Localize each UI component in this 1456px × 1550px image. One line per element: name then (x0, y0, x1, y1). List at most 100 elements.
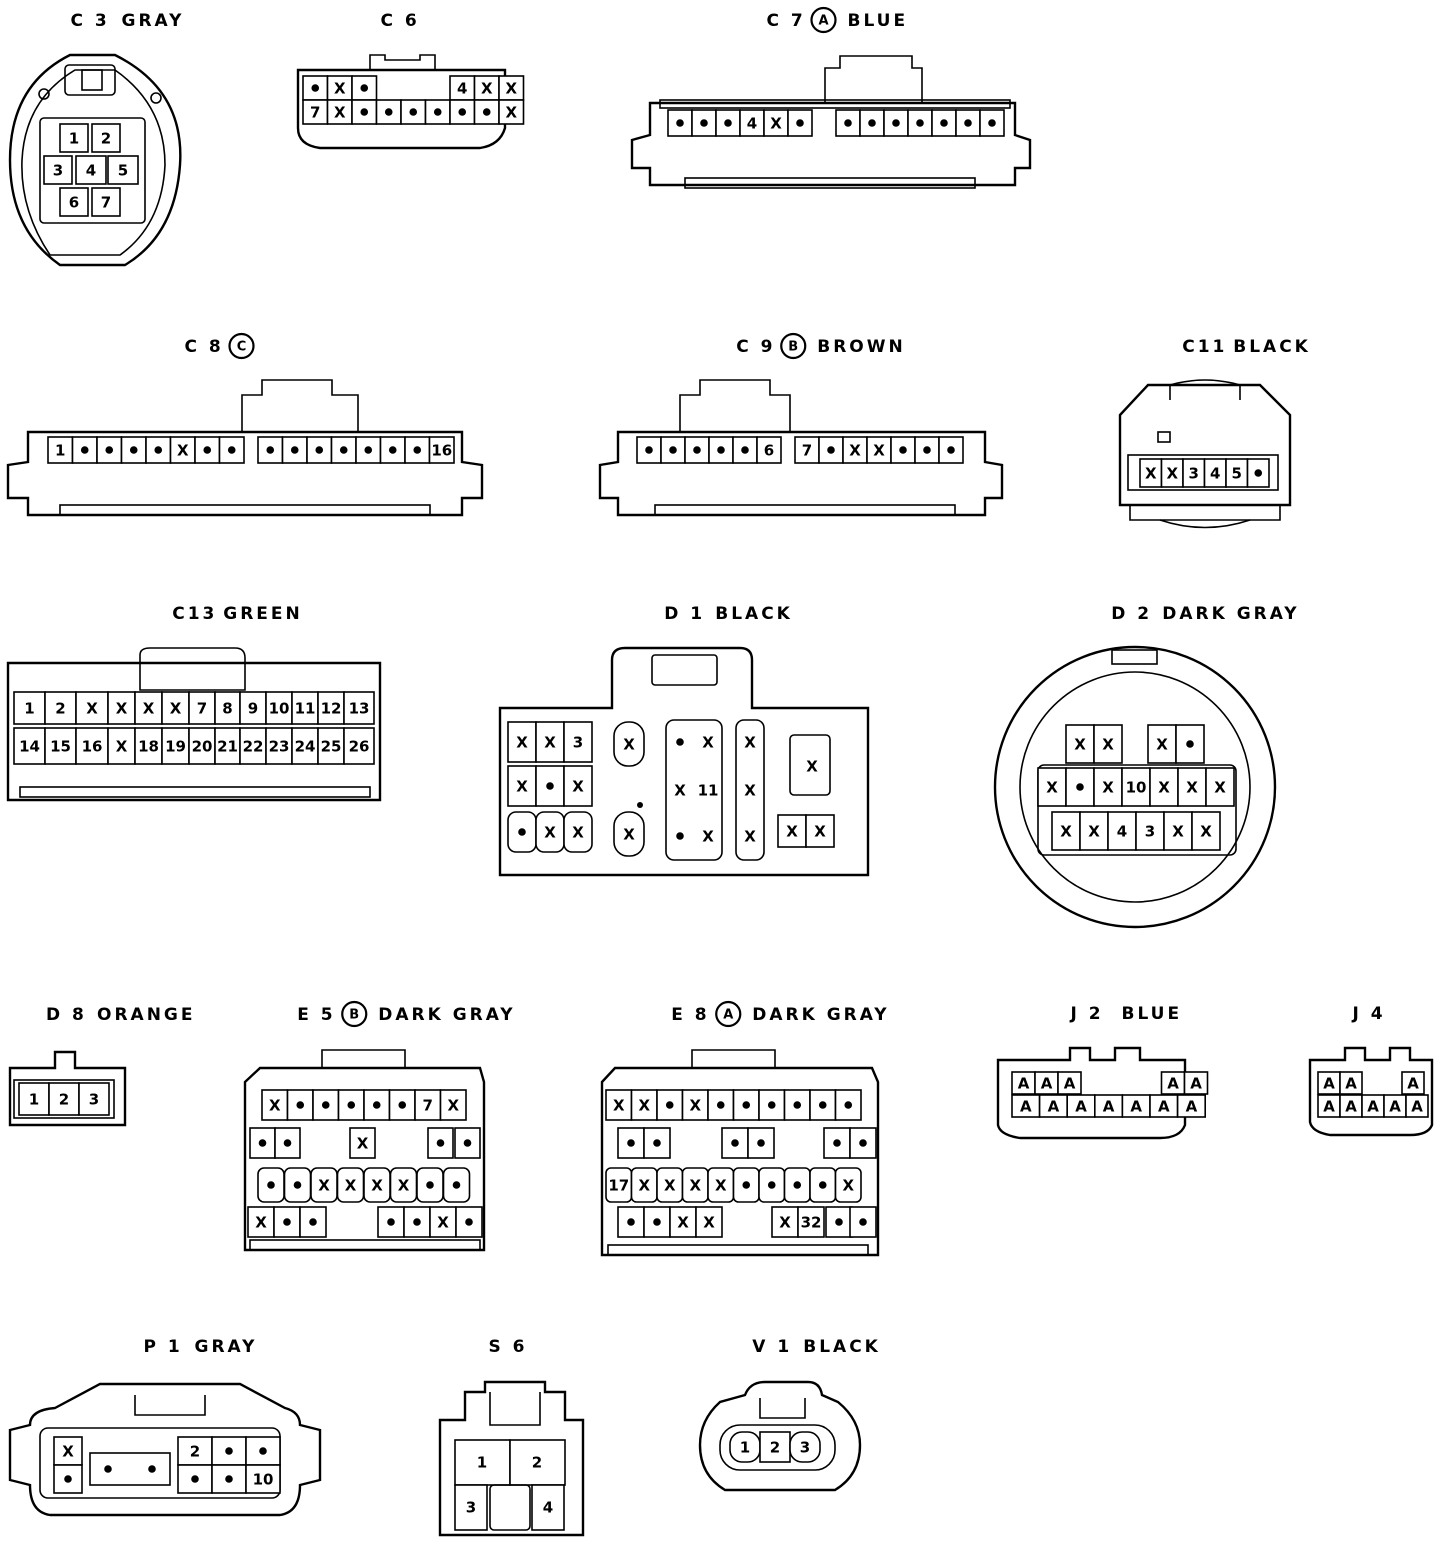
pin-label: 1 (55, 442, 65, 460)
pin-dot (465, 1218, 473, 1226)
pin-label: 8 (222, 700, 232, 718)
connector-color: DARK GRAY (378, 1005, 515, 1025)
pin-label: 20 (192, 738, 213, 756)
pin-dot (844, 119, 852, 127)
pin-dot (947, 446, 955, 454)
pin-label: X (345, 1177, 357, 1195)
pin-dot (676, 738, 684, 746)
pin-dot (665, 1101, 674, 1109)
pin-dot (267, 1181, 275, 1189)
pin-dot (833, 1139, 841, 1147)
connector-title: E 8 (671, 1005, 709, 1025)
pin-label: X (873, 442, 885, 460)
pin-dot (227, 446, 236, 454)
pin-dot (452, 1181, 461, 1189)
pin-dot (627, 1139, 635, 1147)
pin-dot (796, 119, 804, 127)
pin-label: 1 (29, 1091, 39, 1109)
pin-label: 1 (740, 1439, 750, 1457)
pin-dot (203, 446, 212, 454)
variant-letter: C (237, 340, 247, 355)
pin-dot (458, 108, 467, 116)
pin-label: 3 (89, 1091, 99, 1109)
pin-dot (436, 1139, 445, 1147)
pin-dot (148, 1465, 156, 1473)
pin-dot (259, 1447, 267, 1455)
pin-dot (347, 1101, 356, 1109)
pin-label: X (1060, 823, 1072, 841)
pin-label: X (481, 80, 493, 98)
pin-dot (724, 119, 732, 127)
connector-color: GREEN (223, 604, 303, 624)
pin-dot (225, 1447, 233, 1455)
pin-dot (258, 1139, 267, 1147)
pin-dot (387, 1218, 395, 1226)
pin-label: 3 (1145, 823, 1155, 841)
pin-label: A (1323, 1098, 1335, 1116)
pin-dot (546, 782, 554, 790)
pin-label: X (1172, 823, 1184, 841)
pin-label: X (357, 1135, 369, 1153)
pin-label: X (170, 700, 182, 718)
pin-label: 16 (431, 442, 452, 460)
pin-dot (731, 1139, 739, 1147)
pin-label: X (689, 1177, 701, 1195)
pin-label: 15 (50, 738, 71, 756)
variant-letter: B (349, 1008, 359, 1023)
pin-label: X (744, 782, 756, 800)
connector-color: BROWN (817, 337, 905, 357)
pin-dot (757, 1139, 765, 1147)
connector-title: C13 (172, 604, 217, 624)
pin-label: X (1158, 779, 1170, 797)
connector-color: DARK GRAY (752, 1005, 889, 1025)
pin-label: A (1345, 1075, 1357, 1093)
pin-label: X (437, 1214, 449, 1232)
pin-label: 2 (532, 1454, 542, 1472)
pin-dot (767, 1101, 776, 1109)
pin-dot (700, 119, 708, 127)
pin-label: X (572, 824, 584, 842)
variant-letter: A (818, 14, 828, 29)
pin-dot (191, 1475, 199, 1483)
pin-label: X (674, 782, 686, 800)
pin-label: 7 (310, 104, 320, 122)
pin-label: X (572, 778, 584, 796)
pin-label: X (1156, 736, 1168, 754)
pin-label: X (371, 1177, 383, 1195)
pin-label: X (613, 1097, 625, 1115)
connector-color: GRAY (195, 1337, 258, 1357)
pin-dot (859, 1218, 867, 1226)
connector-title: C11 (1182, 337, 1227, 357)
pin-label: X (505, 104, 517, 122)
pin-label: 16 (82, 738, 103, 756)
pin-label: X (744, 828, 756, 846)
pin-dot (923, 446, 931, 454)
connector-title: D 1 (664, 604, 705, 624)
connector-title: E 5 (297, 1005, 335, 1025)
connector-title: S 6 (489, 1337, 528, 1357)
connector-title: C 9 (736, 337, 775, 357)
pin-dot (105, 446, 114, 454)
pin-label: A (1190, 1075, 1202, 1093)
pin-label: X (638, 1177, 650, 1195)
pin-label: X (116, 700, 128, 718)
pin-dot (859, 1139, 867, 1147)
pin-label: 2 (190, 1443, 200, 1461)
pin-label: 4 (747, 115, 757, 133)
pin-label: 7 (423, 1097, 433, 1115)
pin-dot (266, 446, 275, 454)
pin-label: X (505, 80, 517, 98)
pin-label: X (664, 1177, 676, 1195)
pin-label: A (1389, 1098, 1401, 1116)
pin-label: A (1367, 1098, 1379, 1116)
pin-label: 2 (770, 1439, 780, 1457)
pin-dot (384, 108, 393, 116)
pin-label: 22 (243, 738, 264, 756)
